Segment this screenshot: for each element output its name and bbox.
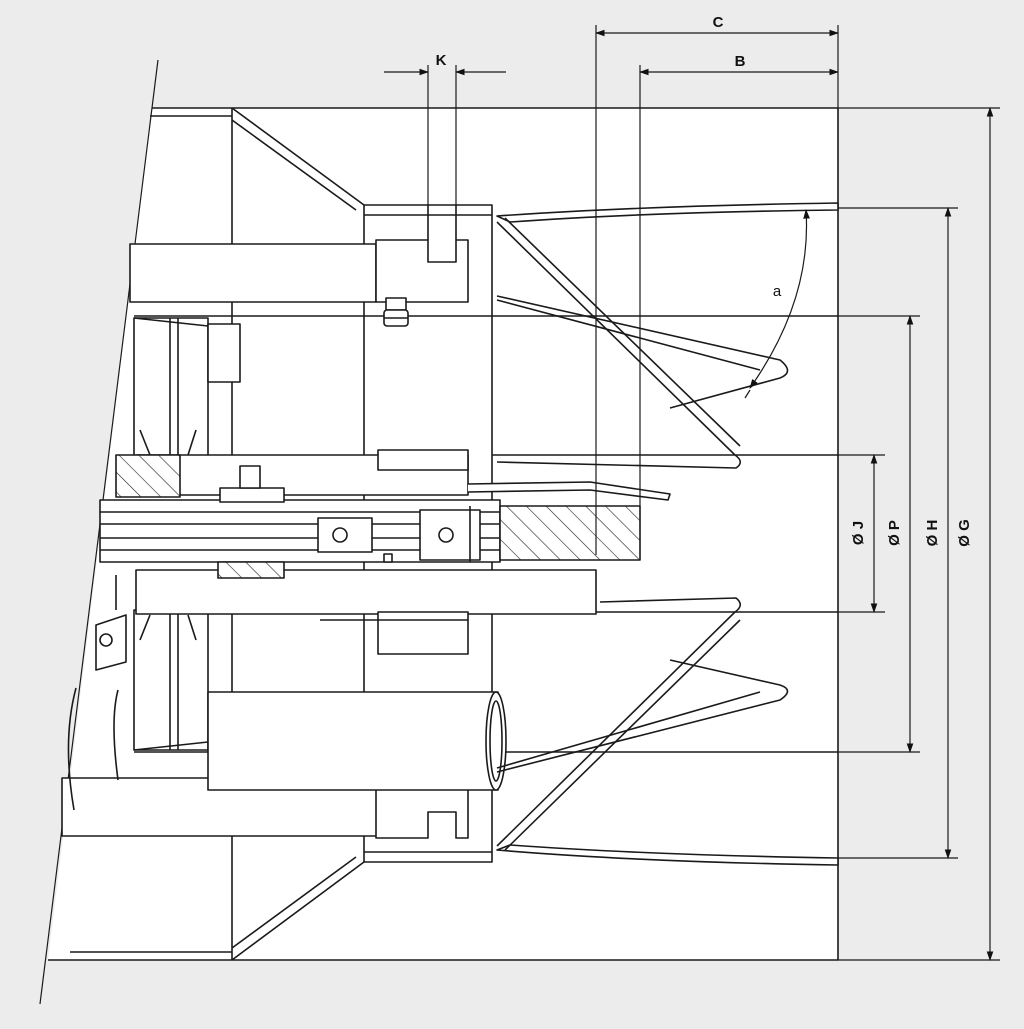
central-tube <box>115 449 597 655</box>
break-line <box>39 59 159 1005</box>
extension-lines <box>427 25 1000 961</box>
dim-label-k: K <box>436 52 447 69</box>
dim-label-h: Ø H <box>924 520 941 547</box>
upper-support-rod <box>129 243 377 303</box>
dim-label-p: Ø P <box>886 520 903 546</box>
dim-label-angle: a <box>773 283 782 300</box>
nozzle-lance <box>99 465 671 579</box>
conical-shell <box>231 107 365 961</box>
dim-label-j: Ø J <box>850 521 867 545</box>
dim-label-b: B <box>735 53 746 70</box>
lower-clamp <box>375 777 469 839</box>
lower-diffuser <box>496 597 839 866</box>
dim-angle-arc <box>749 209 810 389</box>
dim-label-g: Ø G <box>956 519 973 547</box>
electrode-tube <box>67 687 507 811</box>
upper-bolt <box>383 297 409 327</box>
dim-label-c: C <box>713 14 724 31</box>
turbulator-disc <box>133 317 241 751</box>
dimension-arrows <box>384 29 994 961</box>
side-bracket <box>95 575 127 671</box>
